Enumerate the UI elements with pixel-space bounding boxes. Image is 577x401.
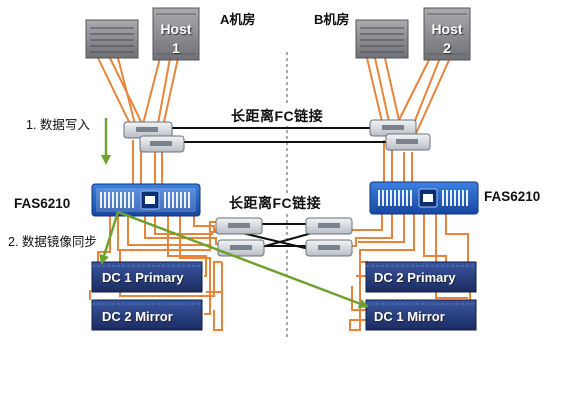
host-2-server — [423, 7, 471, 61]
host-1-name: Host — [160, 21, 192, 37]
fc-link-label-top: 长距离FC链接 — [228, 106, 327, 126]
server-left-1 — [85, 19, 139, 59]
disk-shelf-left-top — [91, 261, 203, 293]
fc-switch-left-bottom — [139, 135, 185, 153]
fc-switch-mid-left-bottom — [217, 239, 265, 257]
shelf-right-bottom-label: DC 1 Mirror — [374, 309, 445, 324]
mirror-arrow-local — [99, 211, 120, 265]
data-flow-arrows — [99, 118, 369, 309]
mirror-arrow-remote — [117, 210, 369, 309]
controller-right-label: FAS6210 — [484, 189, 541, 204]
disk-shelf-right-bottom — [365, 299, 477, 331]
host-2-number: 2 — [443, 40, 451, 56]
fc-switch-mid-left-top — [215, 217, 263, 235]
room-a-label: A机房 — [220, 12, 256, 27]
fc-switch-mid-right-bottom — [305, 239, 353, 257]
shelf-right-top-label: DC 2 Primary — [374, 270, 456, 285]
step-write-label: 1. 数据写入 — [26, 118, 90, 132]
host-1-number: 1 — [172, 40, 180, 56]
shelf-left-bottom-label: DC 2 Mirror — [102, 309, 173, 324]
shelf-left-top-label: DC 1 Primary — [102, 270, 184, 285]
fc-switch-right-bottom — [385, 133, 431, 151]
disk-shelf-right-top — [365, 261, 477, 293]
controller-left-label: FAS6210 — [14, 196, 71, 211]
fc-link-label-bottom: 长距离FC链接 — [226, 193, 325, 213]
server-right-1 — [355, 19, 409, 59]
fc-switch-mid-right-top — [305, 217, 353, 235]
step-mirror-label: 2. 数据镜像同步 — [8, 235, 97, 249]
storage-controller-right — [369, 181, 479, 215]
room-b-label: B机房 — [314, 12, 350, 27]
host-1-label: Host 1 — [153, 20, 199, 58]
storage-controller-left — [91, 183, 201, 217]
host-2-label: Host 2 — [424, 20, 470, 58]
disk-shelf-left-bottom — [91, 299, 203, 331]
host-1-server — [152, 7, 200, 61]
host-2-name: Host — [431, 21, 463, 37]
